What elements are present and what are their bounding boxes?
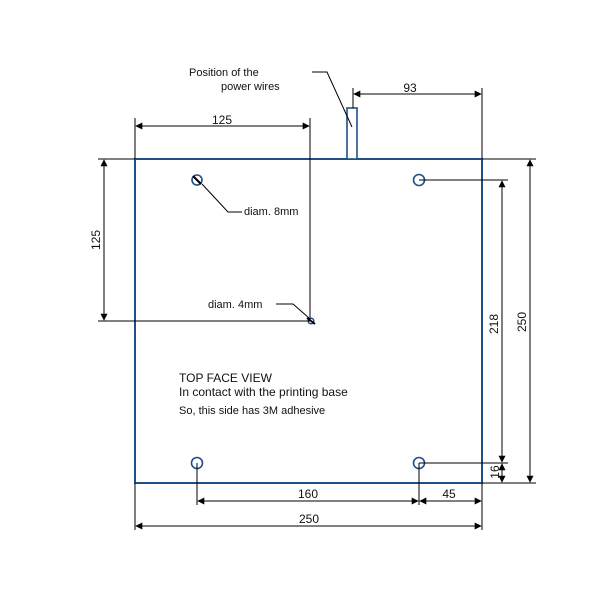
- power-wires-label-line1: Position of the: [189, 67, 259, 79]
- dimension-label-left-125: 125: [89, 230, 103, 250]
- view-title: TOP FACE VIEW: [179, 371, 273, 385]
- dimension-label-bottom-250: 250: [299, 512, 319, 526]
- dimension-label-45: 45: [442, 487, 456, 501]
- view-description-line2: So, this side has 3M adhesive: [179, 405, 325, 417]
- hole-8mm-leader: [201, 183, 242, 213]
- hole-4mm-leader: [276, 303, 310, 319]
- dimension-label-93: 93: [403, 81, 417, 95]
- hole-4mm-label: diam. 4mm: [208, 299, 262, 311]
- power-wires-label-line2: power wires: [221, 81, 280, 93]
- hole-top-left-8mm: [191, 174, 203, 186]
- dimension-label-top-125: 125: [212, 113, 232, 127]
- dimension-label-218: 218: [487, 314, 501, 334]
- power-wire-tab: [346, 107, 358, 160]
- dimension-label-right-250: 250: [515, 312, 529, 332]
- dimension-label-16: 16: [488, 465, 502, 479]
- view-description-line1: In contact with the printing base: [179, 385, 348, 399]
- dimension-label-160: 160: [298, 487, 318, 501]
- hole-8mm-label: diam. 8mm: [244, 206, 298, 218]
- hole-top-left-mark: [192, 175, 202, 185]
- power-wires-leader: [312, 71, 353, 128]
